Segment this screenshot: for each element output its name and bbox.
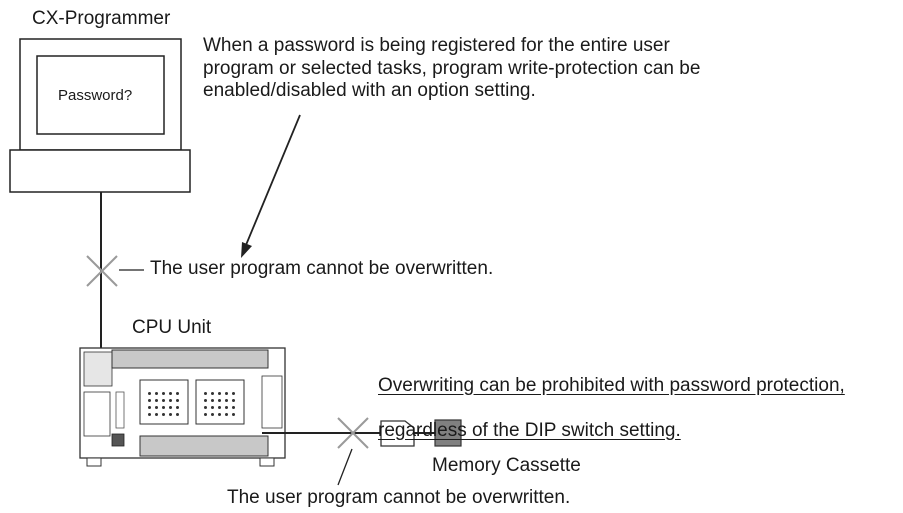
password-option-note: When a password is being registered for …	[203, 35, 701, 101]
computer-screen	[36, 55, 165, 135]
cpu-mount-tab-left	[86, 457, 102, 467]
slot-dot	[169, 399, 172, 402]
note-pointer-arrowhead	[241, 242, 252, 258]
slot-dot	[176, 406, 179, 409]
slot-dot	[232, 392, 235, 395]
cpu-terminal-block-top	[111, 349, 269, 369]
cpu-left-panel	[83, 351, 113, 387]
slot-dot	[155, 406, 158, 409]
slot-dot	[232, 399, 235, 402]
slot-dot	[204, 406, 207, 409]
leader-line-bottom	[337, 448, 353, 486]
cpu-left-panel-2	[83, 391, 111, 437]
slot-dot	[204, 399, 207, 402]
blocked-x-mark-bottom	[337, 417, 369, 449]
slot-dot	[155, 413, 158, 416]
cpu-right-panel	[261, 375, 283, 429]
slot-dot	[211, 399, 214, 402]
slot-dot	[148, 413, 151, 416]
cassette-adapter	[380, 420, 415, 447]
cassette-body	[434, 419, 462, 447]
cpu-terminal-block-bottom	[139, 435, 269, 457]
note-pointer-line	[245, 114, 301, 246]
slot-dot	[148, 392, 151, 395]
slot-dot	[155, 399, 158, 402]
password-protection-line-1: Overwriting can be prohibited with passw…	[378, 374, 845, 396]
cpu-mount-tab-right	[259, 457, 275, 467]
option-slot-dots-2	[204, 392, 238, 420]
slot-dot	[225, 413, 228, 416]
slot-dot	[232, 406, 235, 409]
slot-dot	[162, 406, 165, 409]
cannot-overwrite-label-top: The user program cannot be overwritten.	[150, 258, 494, 279]
slot-dot	[155, 392, 158, 395]
slot-dot	[169, 392, 172, 395]
cpu-unit	[79, 347, 286, 467]
slot-dot	[218, 392, 221, 395]
slot-dot	[162, 399, 165, 402]
slot-dot	[211, 406, 214, 409]
slot-dot	[204, 413, 207, 416]
cpu-option-slot-2	[195, 379, 245, 425]
cpu-led-column	[115, 391, 125, 429]
memory-cassette-label: Memory Cassette	[432, 455, 581, 476]
slot-dot	[232, 413, 235, 416]
blocked-x-mark-top	[86, 255, 118, 287]
slot-dot	[225, 406, 228, 409]
slot-dot	[225, 399, 228, 402]
slot-dot	[176, 413, 179, 416]
slot-dot	[218, 413, 221, 416]
memory-cassette	[380, 419, 462, 447]
cannot-overwrite-label-bottom: The user program cannot be overwritten.	[227, 487, 571, 508]
slot-dot	[148, 399, 151, 402]
slot-dot	[225, 392, 228, 395]
computer-base	[9, 149, 191, 193]
slot-dot	[162, 413, 165, 416]
slot-dot	[211, 413, 214, 416]
slot-dot	[218, 406, 221, 409]
slot-dot	[162, 392, 165, 395]
cx-programmer-label: CX-Programmer	[32, 8, 171, 29]
cpu-option-slot-1	[139, 379, 189, 425]
slot-dot	[176, 399, 179, 402]
slot-dot	[211, 392, 214, 395]
option-slot-dots-1	[148, 392, 182, 420]
slot-dot	[204, 392, 207, 395]
slot-dot	[169, 406, 172, 409]
password-protection-line-2: regardless of the DIP switch setting.	[378, 419, 681, 441]
cpu-port	[111, 433, 125, 447]
slot-dot	[148, 406, 151, 409]
password-prompt: Password?	[58, 87, 133, 104]
slot-dot	[176, 392, 179, 395]
computer	[9, 38, 191, 193]
slot-dot	[169, 413, 172, 416]
slot-dot	[218, 399, 221, 402]
cpu-unit-label: CPU Unit	[132, 317, 212, 338]
password-protection-note: Overwriting can be prohibited with passw…	[378, 352, 845, 442]
